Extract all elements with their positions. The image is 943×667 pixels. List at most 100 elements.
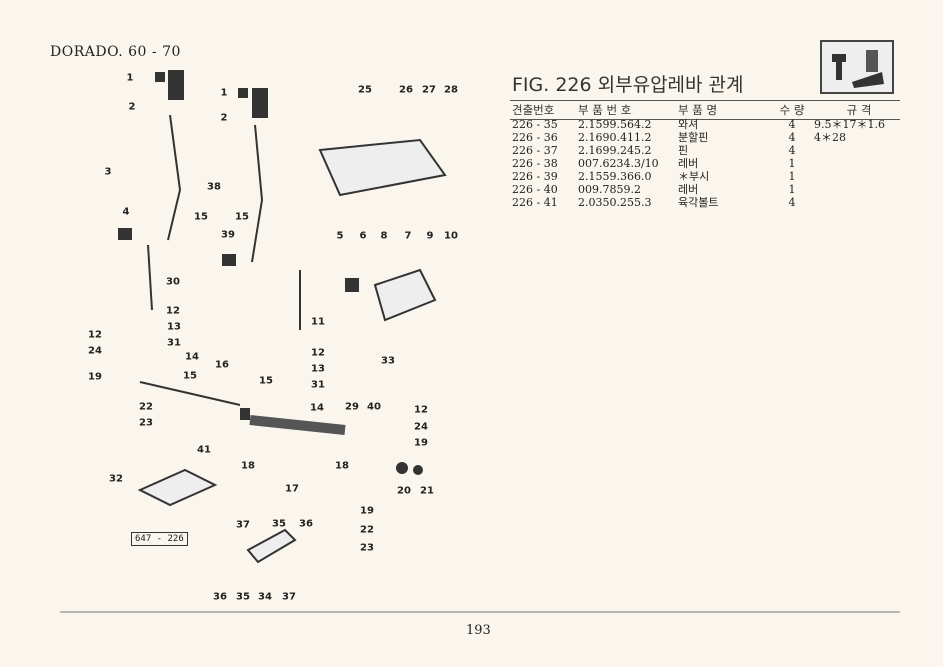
callout-number: 24 [88, 345, 102, 357]
table-cell: 와셔 [678, 118, 699, 131]
callout-number: 7 [404, 230, 412, 242]
table-cell: 9.5＊17＊1.6 [814, 118, 885, 131]
callout-number: 12 [88, 329, 102, 341]
callout-number: 13 [311, 363, 325, 375]
table-row: 226 - 35 2.1599.564.2 와셔 4 9.5＊17＊1.6 [512, 118, 904, 131]
callout-number: 9 [426, 230, 434, 242]
callout-number: 1 [126, 72, 134, 84]
callout-number: 40 [367, 401, 381, 413]
callout-number: 2 [220, 112, 228, 124]
callout-number: 16 [215, 359, 229, 371]
callout-number: 10 [444, 230, 458, 242]
col-part-name: 부 품 명 [678, 102, 718, 117]
table-top-rule [510, 100, 900, 101]
figure-title: FIG. 226 외부유압레바 관계 [512, 74, 744, 96]
callout-number: 3 [104, 166, 112, 178]
lever-part-3 [167, 114, 182, 241]
callout-number: 15 [259, 375, 273, 387]
table-cell: 육각볼트 [678, 196, 719, 209]
callout-number: 4 [122, 206, 130, 218]
callout-number: 29 [345, 401, 359, 413]
table-cell: 007.6234.3/10 [578, 157, 659, 170]
hydraulic-lever-icon [832, 50, 884, 88]
table-cell: 2.1599.564.2 [578, 118, 652, 131]
col-spec: 규 격 [846, 102, 872, 117]
callout-number: 31 [311, 379, 325, 391]
section-icon [820, 40, 894, 94]
callout-number: 5 [336, 230, 344, 242]
model-label: DORADO. 60 - 70 [50, 44, 181, 60]
table-cell: 226 - 36 [512, 131, 558, 144]
callout-number: 19 [414, 437, 428, 449]
page-number: 193 [466, 623, 491, 638]
callout-number: 37 [236, 519, 250, 531]
table-cell: 4 [788, 196, 796, 209]
callout-number: 15 [194, 211, 208, 223]
callout-number: 33 [381, 355, 395, 367]
parts-table: 견출번호 부 품 번 호 부 품 명 수 량 규 격 226 - 35 2.159… [512, 101, 904, 210]
table-cell: 226 - 37 [512, 144, 558, 157]
callout-number: 22 [139, 401, 153, 413]
table-cell: 1 [788, 170, 796, 183]
table-row: 226 - 36 2.1690.411.2 분할핀 4 4＊28 [512, 131, 904, 144]
callout-number: 2 [128, 101, 136, 113]
callout-number: 34 [258, 591, 272, 603]
callout-number: 18 [241, 460, 255, 472]
col-part-no: 부 품 번 호 [578, 102, 632, 117]
table-cell: 226 - 40 [512, 183, 558, 196]
col-ref-no: 견출번호 [512, 102, 555, 117]
callout-number: 32 [109, 473, 123, 485]
callout-number: 1 [220, 87, 228, 99]
callout-number: 27 [422, 84, 436, 96]
table-cell: 4＊28 [814, 131, 846, 144]
callout-number: 22 [360, 524, 374, 536]
table-cell: 4 [788, 118, 796, 131]
callout-number: 18 [335, 460, 349, 472]
callout-number: 20 [397, 485, 411, 497]
callout-number: 28 [444, 84, 458, 96]
table-cell: 레버 [678, 157, 699, 170]
callout-number: 14 [310, 402, 324, 414]
callout-number: 39 [221, 229, 235, 241]
lever-part-38 [251, 124, 264, 263]
callout-number: 17 [285, 483, 299, 495]
callout-number: 35 [236, 591, 250, 603]
table-cell: 226 - 38 [512, 157, 558, 170]
callout-number: 30 [166, 276, 180, 288]
callout-number: 12 [414, 404, 428, 416]
callout-number: 25 [358, 84, 372, 96]
table-cell: 226 - 41 [512, 196, 558, 209]
table-header-row: 견출번호 부 품 번 호 부 품 명 수 량 규 격 [512, 101, 904, 118]
table-cell: 226 - 35 [512, 118, 558, 131]
callout-number: 14 [185, 351, 199, 363]
callout-number: 23 [360, 542, 374, 554]
callout-number: 15 [183, 370, 197, 382]
col-qty: 수 량 [779, 102, 805, 117]
callout-number: 24 [414, 421, 428, 433]
callout-number: 37 [282, 591, 296, 603]
table-cell: 레버 [678, 183, 699, 196]
callout-number: 19 [360, 505, 374, 517]
table-cell: ＊부시 [678, 170, 710, 183]
table-cell: 4 [788, 131, 796, 144]
table-cell: 2.1559.366.0 [578, 170, 652, 183]
table-cell: 1 [788, 183, 796, 196]
reference-box: 647 - 226 [131, 532, 188, 546]
callout-number: 31 [167, 337, 181, 349]
table-header-rule [510, 119, 900, 120]
table-cell: 2.1690.411.2 [578, 131, 652, 144]
table-row: 226 - 38 007.6234.3/10 레버 1 [512, 157, 904, 170]
callout-number: 38 [207, 181, 221, 193]
callout-number: 11 [311, 316, 325, 328]
callout-number: 13 [167, 321, 181, 333]
callout-number: 15 [235, 211, 249, 223]
table-cell: 4 [788, 144, 796, 157]
table-cell: 2.1699.245.2 [578, 144, 652, 157]
callout-number: 19 [88, 371, 102, 383]
table-cell: 1 [788, 157, 796, 170]
table-cell: 분할핀 [678, 131, 709, 144]
callout-number: 23 [139, 417, 153, 429]
